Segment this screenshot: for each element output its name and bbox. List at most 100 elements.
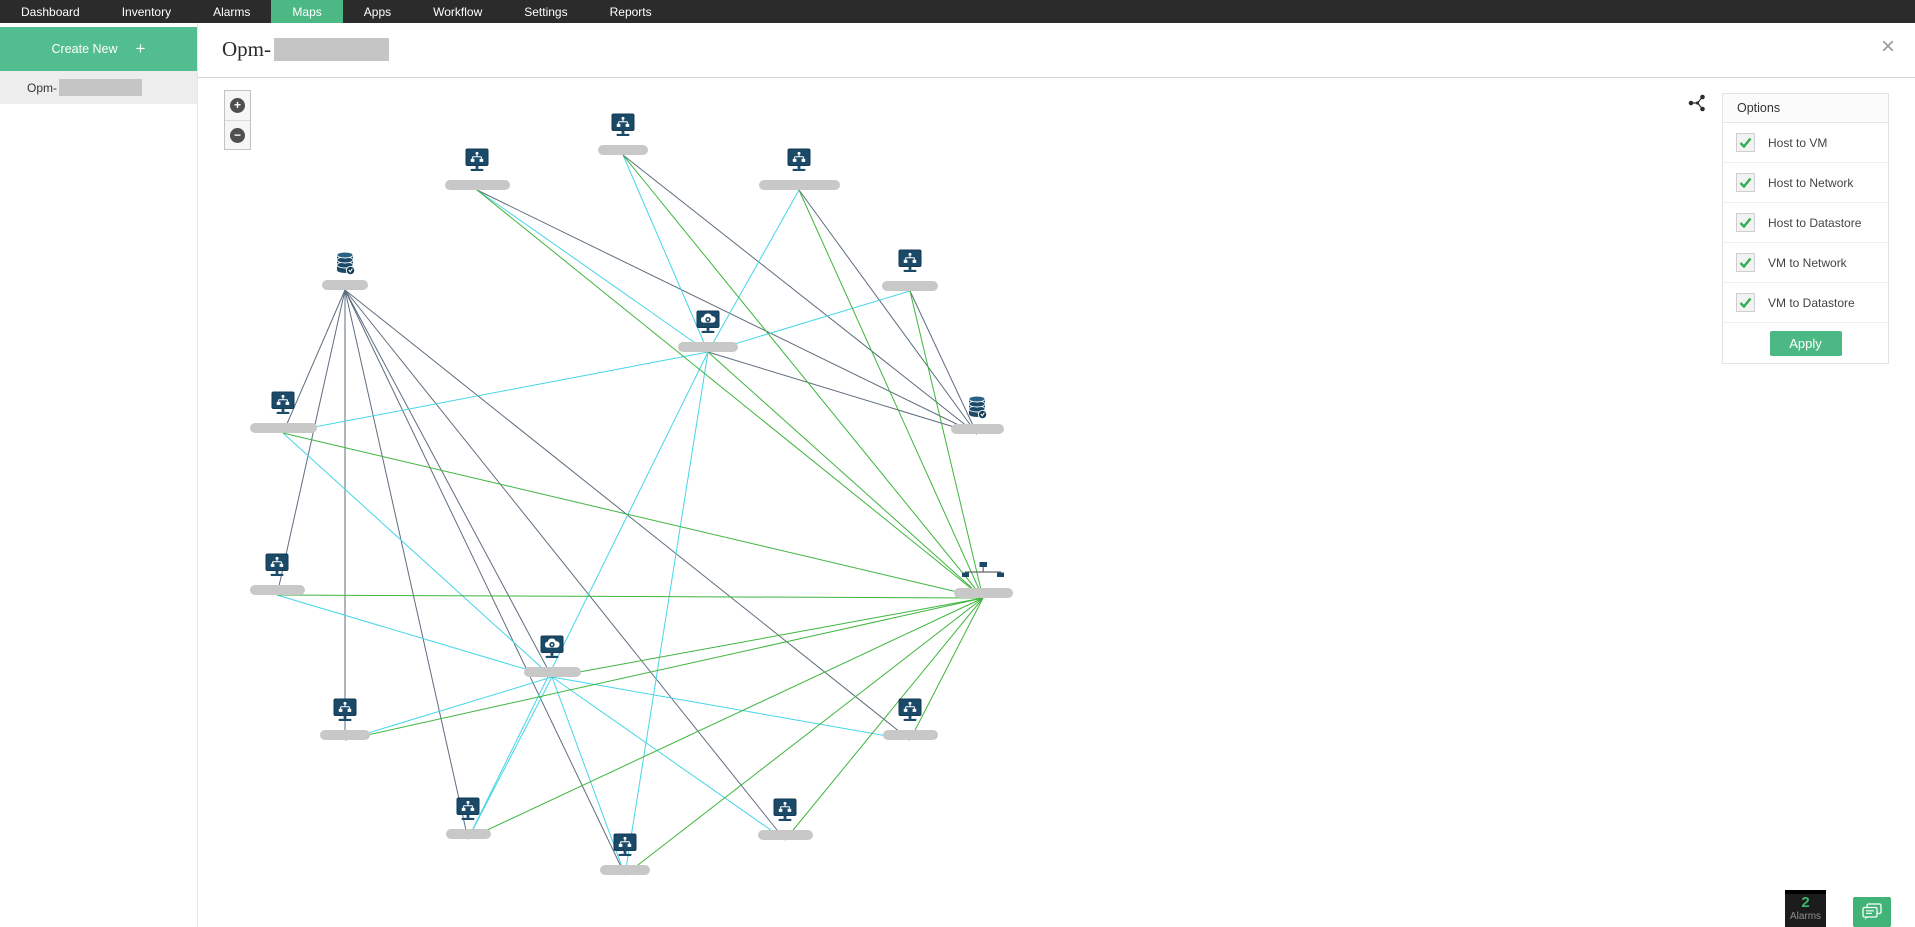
zoom-out-button[interactable]: − bbox=[225, 120, 250, 150]
map-node-vmE-vm[interactable] bbox=[238, 391, 328, 433]
node-label-redacted bbox=[757, 830, 813, 840]
vm-node-icon bbox=[232, 553, 322, 584]
map-node-vmB-vm[interactable] bbox=[432, 148, 522, 190]
vm-node-icon bbox=[578, 113, 668, 144]
node-label-redacted bbox=[445, 829, 491, 839]
alarms-widget[interactable]: 2 Alarms bbox=[1785, 890, 1826, 927]
check-icon bbox=[1739, 297, 1752, 309]
page-title: Opm- bbox=[222, 37, 389, 62]
check-icon bbox=[1739, 257, 1752, 269]
nav-item-reports[interactable]: Reports bbox=[609, 4, 652, 19]
node-label-redacted bbox=[950, 424, 1004, 434]
nav-item-settings[interactable]: Settings bbox=[524, 4, 568, 19]
node-label-redacted bbox=[600, 865, 650, 875]
map-node-vmC-vm[interactable] bbox=[754, 148, 844, 190]
alarms-widget-bar bbox=[1785, 890, 1826, 894]
plus-icon: + bbox=[230, 98, 245, 113]
checkbox-checked[interactable] bbox=[1736, 253, 1755, 272]
edge-storage-dsA-vmE bbox=[282, 289, 346, 434]
datastore-node-icon bbox=[300, 248, 390, 279]
option-row-2[interactable]: Host to Datastore bbox=[1723, 203, 1888, 243]
edge-storage-dsA-vmK bbox=[344, 289, 626, 876]
zoom-in-button[interactable]: + bbox=[225, 91, 250, 120]
chat-icon bbox=[1862, 903, 1882, 920]
edge-network-netA-vmE bbox=[282, 432, 984, 599]
nav-item-maps[interactable]: Maps bbox=[271, 0, 343, 23]
edge-network-netA-vmA bbox=[622, 154, 984, 599]
checkbox-checked[interactable] bbox=[1736, 173, 1755, 192]
map-node-netA-network[interactable] bbox=[938, 556, 1028, 598]
edge-network-netA-hostB bbox=[551, 597, 984, 678]
map-node-hostA-host[interactable] bbox=[663, 310, 753, 352]
nav-item-workflow[interactable]: Workflow bbox=[433, 4, 483, 19]
checkbox-checked[interactable] bbox=[1736, 133, 1755, 152]
map-node-vmF-vm[interactable] bbox=[232, 553, 322, 595]
option-label: Host to VM bbox=[1768, 135, 1828, 150]
edge-host-hostB-vmG bbox=[344, 676, 553, 741]
nav-item-dashboard[interactable]: Dashboard bbox=[21, 4, 80, 19]
nav-item-apps[interactable]: Apps bbox=[363, 4, 392, 19]
share-icon[interactable] bbox=[1687, 93, 1707, 113]
map-node-vmA-vm[interactable] bbox=[578, 113, 668, 155]
apply-button[interactable]: Apply bbox=[1769, 330, 1842, 356]
edge-storage-vmA-dsB bbox=[622, 154, 978, 435]
edge-network-netA-vmD bbox=[909, 290, 984, 599]
edge-storage-hostA-dsB bbox=[707, 351, 978, 435]
edge-storage-vmC-dsB bbox=[798, 189, 978, 435]
edge-network-netA-vmK bbox=[624, 597, 984, 876]
node-label-redacted bbox=[523, 667, 581, 677]
chat-button[interactable] bbox=[1853, 897, 1891, 927]
edge-host-hostB-vmF bbox=[276, 594, 553, 678]
map-node-vmD-vm[interactable] bbox=[865, 249, 955, 291]
sidebar-item-map[interactable]: Opm- bbox=[0, 71, 197, 104]
node-label-redacted bbox=[953, 588, 1013, 598]
map-zoom-controls: + − bbox=[224, 90, 251, 150]
node-label-redacted bbox=[598, 145, 648, 155]
vm-node-icon bbox=[740, 798, 830, 829]
vm-node-icon bbox=[580, 833, 670, 864]
option-label: VM to Network bbox=[1768, 255, 1847, 270]
vm-node-icon bbox=[238, 391, 328, 422]
map-node-dsB-datastore[interactable] bbox=[932, 392, 1022, 434]
close-icon[interactable]: × bbox=[1880, 33, 1895, 60]
edge-network-netA-vmB bbox=[476, 189, 984, 599]
node-label-redacted bbox=[320, 730, 370, 740]
edge-host-hostA-vmA bbox=[622, 154, 709, 353]
option-label: VM to Datastore bbox=[1768, 295, 1855, 310]
nav-item-alarms[interactable]: Alarms bbox=[213, 4, 251, 19]
map-node-dsA-datastore[interactable] bbox=[300, 248, 390, 290]
edge-network-netA-vmF bbox=[276, 594, 984, 599]
checkbox-checked[interactable] bbox=[1736, 213, 1755, 232]
node-label-redacted bbox=[249, 423, 317, 433]
option-label: Host to Network bbox=[1768, 175, 1854, 190]
map-node-vmG-vm[interactable] bbox=[300, 698, 390, 740]
map-node-hostB-host[interactable] bbox=[507, 635, 597, 677]
edge-storage-dsA-vmI bbox=[344, 289, 469, 840]
option-label: Host to Datastore bbox=[1768, 215, 1862, 230]
content-header: Opm- × bbox=[198, 23, 1915, 78]
edge-network-netA-vmC bbox=[798, 189, 984, 599]
vm-node-icon bbox=[300, 698, 390, 729]
check-icon bbox=[1739, 177, 1752, 189]
map-node-vmH-vm[interactable] bbox=[865, 698, 955, 740]
host-node-icon bbox=[507, 635, 597, 666]
edge-host-hostB-vmK bbox=[551, 676, 626, 876]
map-node-vmJ-vm[interactable] bbox=[740, 798, 830, 840]
edge-network-netA-vmH bbox=[909, 597, 984, 741]
option-row-3[interactable]: VM to Network bbox=[1723, 243, 1888, 283]
map-node-vmK-vm[interactable] bbox=[580, 833, 670, 875]
option-row-1[interactable]: Host to Network bbox=[1723, 163, 1888, 203]
create-new-button[interactable]: Create New + bbox=[0, 27, 197, 71]
map-node-vmI-vm[interactable] bbox=[423, 797, 513, 839]
checkbox-checked[interactable] bbox=[1736, 293, 1755, 312]
option-row-4[interactable]: VM to Datastore bbox=[1723, 283, 1888, 323]
node-label-redacted bbox=[882, 730, 938, 740]
node-label-redacted bbox=[444, 180, 510, 190]
nav-item-inventory[interactable]: Inventory bbox=[121, 4, 172, 19]
check-icon bbox=[1739, 217, 1752, 229]
option-row-0[interactable]: Host to VM bbox=[1723, 123, 1888, 163]
edge-storage-dsA-vmJ bbox=[344, 289, 786, 841]
